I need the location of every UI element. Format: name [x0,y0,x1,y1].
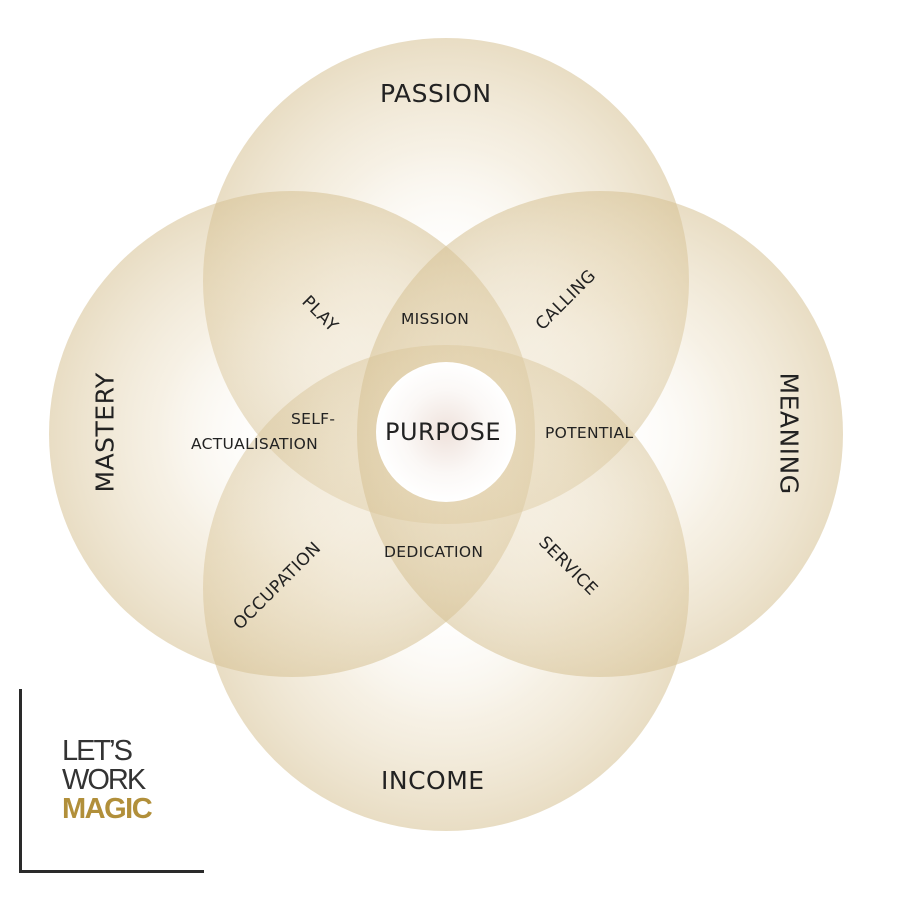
label-dedication: DEDICATION [384,543,484,561]
logo-line-work: WORK [62,764,146,796]
logo: LET’S WORK MAGIC [62,735,153,825]
logo-line-lets: LET’S [62,735,133,767]
circle-meaning [357,191,843,677]
logo-corner-vertical-line [19,689,22,872]
logo-line-magic: MAGIC [62,793,153,825]
label-potential: POTENTIAL [545,424,634,442]
label-mastery: MASTERY [90,372,120,493]
label-passion: PASSION [380,79,492,108]
label-mission: MISSION [401,310,470,328]
label-self-actualisation-line2: ACTUALISATION [191,435,319,453]
label-self-actualisation-line1: SELF- [291,410,336,428]
logo-corner-horizontal-line [19,870,204,873]
label-meaning: MEANING [774,372,804,495]
purpose-circle [376,362,516,502]
label-income: INCOME [381,766,485,795]
label-purpose: PURPOSE [385,418,501,446]
